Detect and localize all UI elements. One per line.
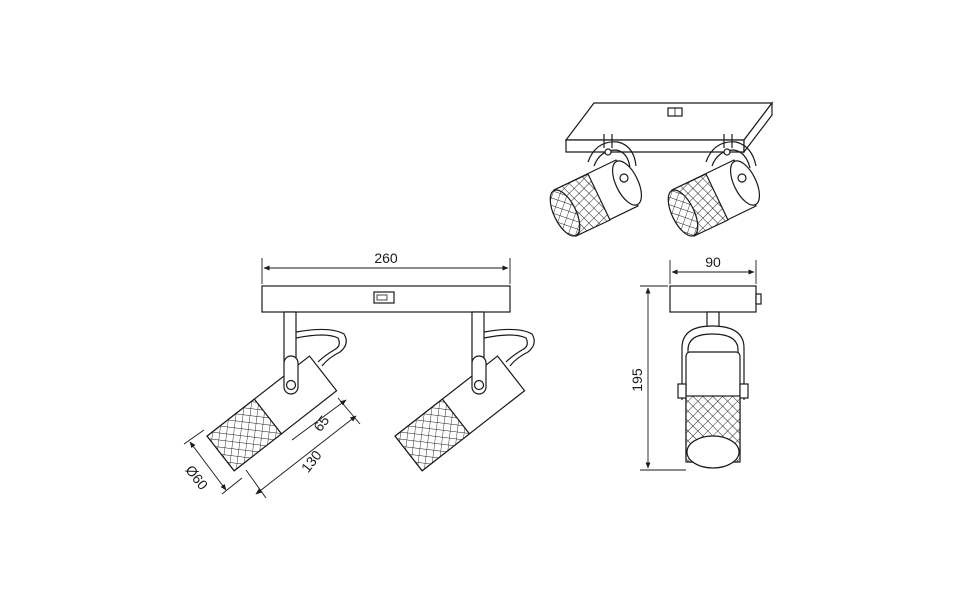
front-spot-right-mesh — [394, 398, 471, 472]
front-plate — [261, 285, 511, 313]
iso-spot-left — [549, 134, 643, 237]
front-spot-left — [206, 311, 347, 472]
dim-diameter-label: Ø60 — [182, 462, 211, 493]
isometric-view — [549, 101, 774, 237]
front-spot-right — [394, 311, 535, 472]
dim-head-length-label: 130 — [298, 447, 325, 475]
dim-height-label: 195 — [629, 368, 645, 392]
side-view: 90 195 — [629, 254, 762, 471]
dim-height: 195 — [629, 285, 686, 471]
iso-plate-side — [743, 101, 773, 154]
dim-width-label: 260 — [374, 250, 398, 266]
dim-width: 260 — [261, 250, 511, 284]
side-plate — [669, 285, 757, 313]
side-spot-lens — [686, 435, 740, 469]
front-view: 260 Ø60 130 65 — [182, 250, 535, 499]
dim-head-offset-label: 65 — [310, 412, 332, 434]
dim-depth-label: 90 — [705, 254, 721, 270]
dim-depth: 90 — [669, 254, 757, 284]
front-switch-icon — [373, 291, 395, 304]
iso-spot-right — [667, 134, 761, 237]
